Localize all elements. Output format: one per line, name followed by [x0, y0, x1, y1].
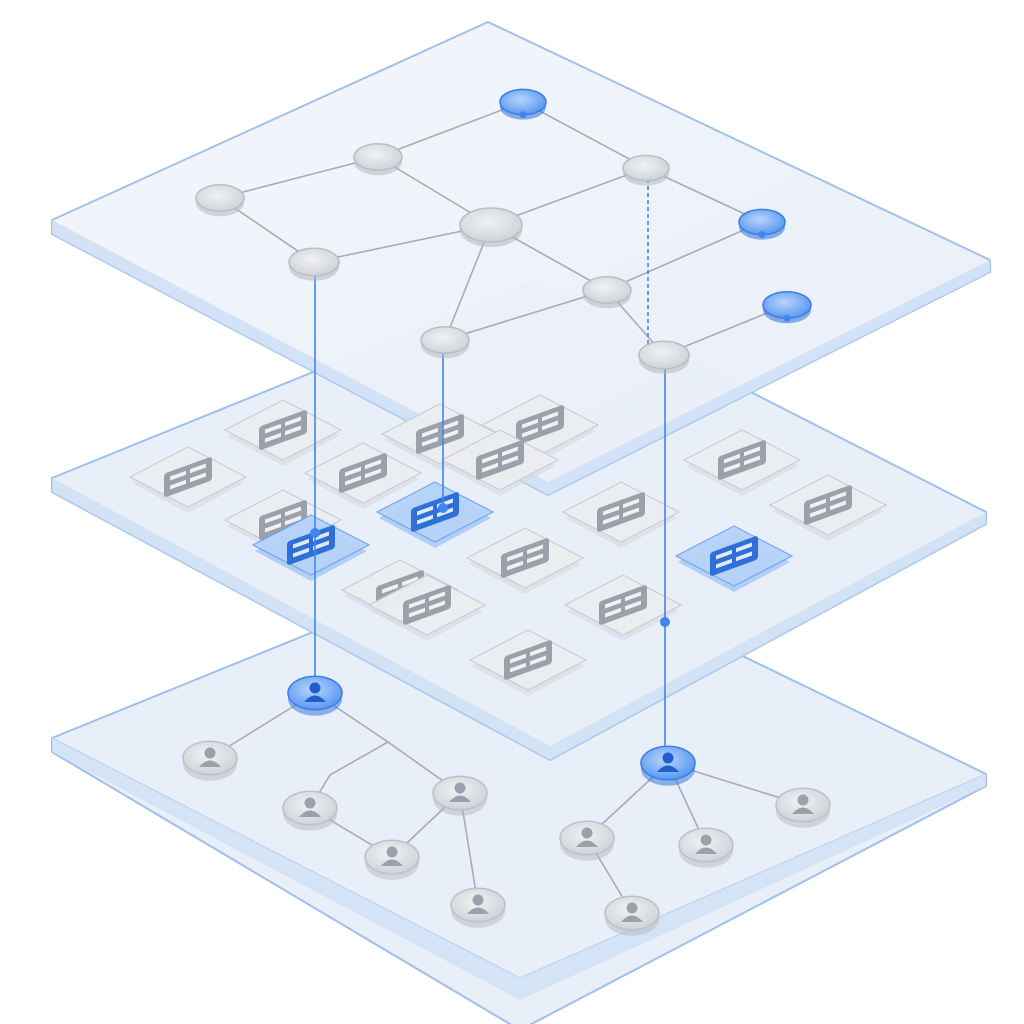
service-card-highlighted: [674, 525, 794, 592]
service-card: [367, 574, 487, 641]
service-card: [223, 399, 343, 466]
service-card: [128, 446, 248, 513]
server-card-icon: [416, 414, 464, 454]
user-avatar-icon: [304, 682, 326, 702]
user-node-highlighted: [287, 675, 343, 716]
disc-node-icon: [459, 207, 523, 243]
network-layer-plate: [51, 20, 991, 497]
user-avatar-icon: [621, 902, 643, 922]
server-card-icon: [516, 405, 564, 445]
service-card: [303, 442, 423, 509]
user-node: [775, 787, 831, 828]
user-avatar-icon: [792, 794, 814, 814]
user-avatar-icon: [576, 827, 598, 847]
disc-node-icon: [622, 154, 670, 182]
service-card: [682, 429, 802, 496]
server-card-icon: [504, 640, 552, 680]
disc-node-icon: [195, 184, 245, 212]
service-card: [465, 527, 585, 594]
network-node: [622, 154, 670, 186]
server-card-icon: [718, 440, 766, 480]
server-card-icon: [476, 440, 524, 480]
server-card-icon: [287, 525, 335, 565]
user-layer-plate: [51, 546, 987, 1024]
network-node: [459, 207, 523, 248]
disc-node-icon: [288, 247, 340, 277]
server-card-icon: [259, 500, 307, 540]
service-card: [768, 474, 888, 541]
disc-node-icon: [638, 340, 690, 370]
service-card-highlighted: [251, 514, 371, 581]
network-node: [195, 184, 245, 217]
disc-node-icon: [762, 291, 812, 319]
server-card-icon: [339, 453, 387, 493]
server-card-icon: [403, 585, 451, 625]
server-card-icon: [164, 457, 212, 497]
disc-node-icon: [738, 208, 786, 236]
user-node: [604, 895, 660, 936]
service-card: [563, 574, 683, 641]
network-node: [288, 247, 340, 281]
user-node-group: [182, 675, 831, 936]
disc-node-icon: [499, 88, 547, 116]
user-avatar-icon: [449, 782, 471, 802]
service-card: [468, 629, 588, 696]
user-node: [678, 827, 734, 868]
user-node: [364, 839, 420, 880]
disc-node-icon: [420, 326, 470, 354]
user-avatar-icon: [657, 752, 679, 772]
user-avatar-icon: [299, 797, 321, 817]
user-node: [282, 790, 338, 831]
user-avatar-icon: [381, 846, 403, 866]
network-node: [420, 326, 470, 359]
user-node: [559, 820, 615, 861]
server-card-icon: [501, 538, 549, 578]
network-node-highlighted: [499, 88, 547, 120]
user-node: [182, 740, 238, 781]
service-card-grid: [128, 394, 888, 696]
user-avatar-icon: [199, 747, 221, 767]
server-card-icon: [259, 410, 307, 450]
user-node: [432, 775, 488, 816]
user-avatar-icon: [467, 894, 489, 914]
network-node-group: [195, 88, 812, 374]
server-card-icon: [710, 536, 758, 576]
user-node-highlighted: [640, 745, 696, 786]
network-node-highlighted: [738, 208, 786, 240]
server-card-icon: [599, 585, 647, 625]
user-avatar-icon: [695, 834, 717, 854]
disc-node-icon: [353, 143, 403, 171]
network-node: [353, 143, 403, 176]
user-node: [450, 887, 506, 928]
network-node: [638, 340, 690, 374]
network-node-highlighted: [762, 291, 812, 324]
server-card-icon: [804, 485, 852, 525]
service-card-highlighted: [375, 481, 495, 548]
service-card: [561, 481, 681, 548]
service-card: [440, 429, 560, 496]
disc-node-icon: [582, 276, 632, 304]
server-card-icon: [597, 492, 645, 532]
network-node: [582, 276, 632, 309]
cross-layer-connectors: [314, 172, 666, 763]
